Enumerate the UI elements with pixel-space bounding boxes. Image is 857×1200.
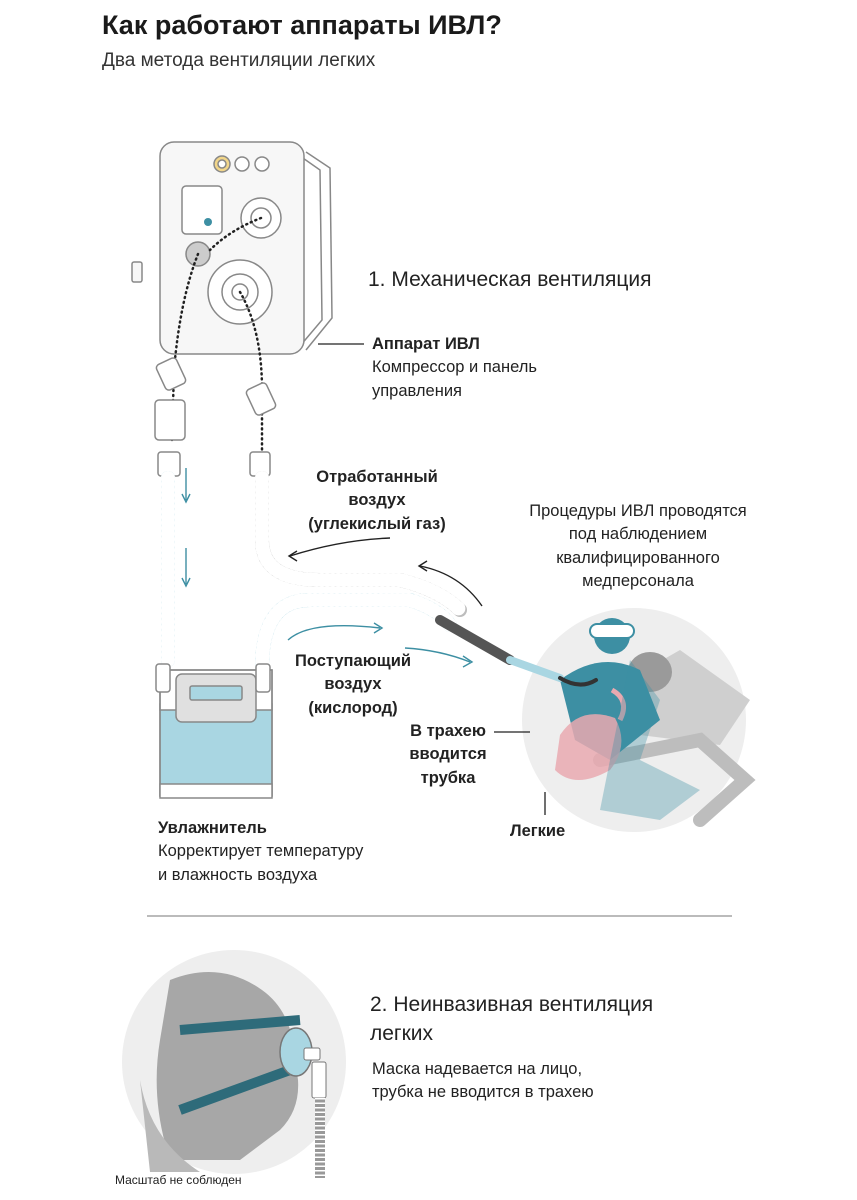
mask-patient-icon [122, 950, 346, 1178]
patient-icon [522, 608, 756, 832]
procedure-line2: под наблюдением [568, 525, 708, 544]
section2-desc-line1: Маска надевается на лицо, [372, 1060, 583, 1078]
exhaust-line1: Отработанный [316, 468, 438, 486]
intake-line2: воздух [324, 675, 382, 694]
ventilator-name: Аппарат ИВЛ [372, 335, 480, 353]
section2-desc-line2: трубка не вводится в трахею [372, 1083, 594, 1102]
section2-desc: Маска надевается на лицо, трубка не ввод… [372, 1058, 594, 1105]
procedure-line4: медперсонала [582, 572, 694, 591]
exhaust-line3: (углекислый газ) [308, 514, 446, 533]
tube-line3: трубка [420, 768, 476, 787]
section2-title-line2: легких [370, 1021, 434, 1045]
ventilator-desc-line2: управления [372, 381, 462, 400]
section2-title: 2. Неинвазивная вентиляция легких [370, 991, 653, 1049]
tube-line1: В трахею [410, 722, 486, 740]
page-subtitle: Два метода вентиляции легких [102, 50, 376, 71]
humidifier-label: Увлажнитель Корректирует температуру и в… [158, 817, 363, 887]
section2-title-line1: 2. Неинвазивная вентиляция [370, 993, 654, 1016]
procedure-line3: квалифицированного [556, 548, 720, 567]
ventilator-desc-line1: Компрессор и панель [372, 358, 537, 377]
exhaust-tube [255, 471, 598, 687]
humidifier-name: Увлажнитель [158, 819, 267, 837]
humidifier-icon [155, 663, 273, 799]
intake-tube [161, 471, 457, 675]
scale-footnote: Масштаб не соблюден [115, 1173, 242, 1187]
procedure-line1: Процедуры ИВЛ проводятся [529, 502, 747, 520]
procedure-label: Процедуры ИВЛ проводятся под наблюдением… [496, 500, 780, 594]
exhaust-label: Отработанный воздух (углекислый газ) [292, 466, 462, 536]
humidifier-desc-line2: и влажность воздуха [158, 865, 318, 884]
flow-arrows [181, 468, 483, 668]
page-title: Как работают аппараты ИВЛ? [102, 10, 502, 40]
intake-label: Поступающий воздух (кислород) [278, 650, 428, 720]
humidifier-desc-line1: Корректирует температуру [158, 842, 364, 861]
tube-line2: вводится [409, 745, 487, 764]
lungs-label: Легкие [510, 822, 566, 840]
intake-line1: Поступающий [294, 652, 411, 670]
exhaust-line2: воздух [348, 491, 406, 510]
intake-line3: (кислород) [308, 698, 398, 717]
ventilator-label: Аппарат ИВЛ Компрессор и панель управлен… [372, 333, 537, 403]
ventilator-device-icon [131, 141, 333, 355]
tube-label: В трахею вводится трубка [398, 720, 498, 790]
section1-title: 1. Механическая вентиляция [368, 268, 652, 291]
